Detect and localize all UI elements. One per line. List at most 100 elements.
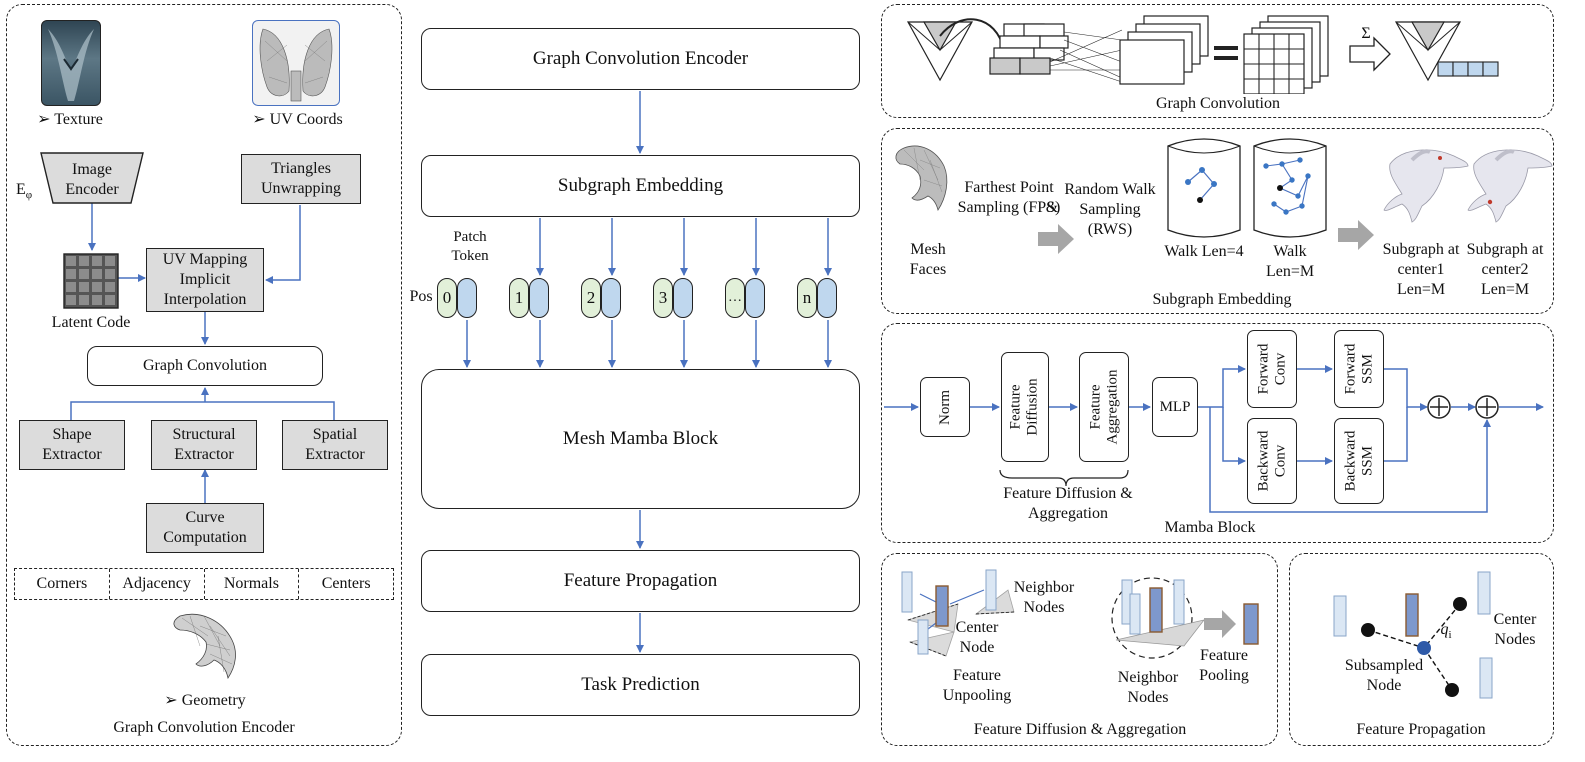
fp-center-nodes: Center Nodes — [1493, 611, 1537, 648]
pos-label: Pos — [409, 288, 433, 305]
structural-extractor-box: Structural Extractor — [151, 420, 257, 470]
feature-propagation-box: Feature Propagation — [421, 550, 860, 612]
texture-image — [41, 20, 101, 106]
sigma-symbol: Σ — [1361, 25, 1371, 42]
fps-label: Farthest Point Sampling (FPS) — [957, 179, 1061, 216]
token-label-ellipsis: … — [728, 290, 742, 305]
backward-conv-label: Backward Conv — [1255, 430, 1288, 492]
graph-conv-encoder-label: Graph Convolution Encoder — [532, 48, 749, 69]
amp-symbol: & — [1045, 199, 1059, 216]
mesh-features-table: Corners Adjacency Normals Centers — [14, 568, 394, 600]
pos-token-n — [797, 278, 817, 318]
spatial-extractor-box: Spatial Extractor — [282, 420, 388, 470]
feature-diffusion-box: Feature Diffusion — [1001, 352, 1049, 462]
shape-extractor-label: Shape Extractor — [42, 426, 102, 463]
walk-lenm-cylinder — [1253, 138, 1327, 238]
encoder-symbol: Eφ — [16, 181, 33, 202]
feature-diffusion-label: Feature Diffusion — [1008, 378, 1041, 436]
walk-len4-label: Walk Len=4 — [1164, 243, 1244, 260]
task-prediction-box: Task Prediction — [421, 654, 860, 716]
feature-aggregation-label: Feature Aggregation — [1087, 369, 1121, 445]
feature-aggregation-box: Feature Aggregation — [1079, 352, 1129, 462]
pos-token-2 — [581, 278, 601, 318]
curve-computation-label: Curve Computation — [163, 509, 247, 546]
graph-conv-encoder-panel — [6, 4, 402, 746]
geometry-dolphin-mesh — [173, 613, 236, 680]
token-label-1: 1 — [514, 288, 524, 307]
shape-extractor-box: Shape Extractor — [19, 420, 125, 470]
task-prediction-label: Task Prediction — [581, 674, 700, 695]
fda-center-node: Center Node — [955, 619, 999, 656]
graph-conv-caption: Graph Convolution — [1156, 95, 1280, 112]
latent-code-grid-icon — [63, 253, 119, 309]
token-label-2: 2 — [586, 288, 596, 307]
left-graph-convolution-label: Graph Convolution — [143, 357, 267, 374]
feature-normals: Normals — [205, 569, 300, 599]
fda-feature-pooling: Feature Pooling — [1199, 647, 1249, 684]
spatial-extractor-label: Spatial Extractor — [305, 426, 365, 463]
forward-ssm-box: Forward SSM — [1334, 330, 1384, 408]
backward-ssm-label: Backward SSM — [1342, 430, 1375, 492]
backward-conv-box: Backward Conv — [1247, 418, 1297, 504]
backward-ssm-box: Backward SSM — [1334, 418, 1384, 504]
fda-caption: Feature Diffusion & Aggregation — [973, 721, 1187, 738]
fda-neighbor-nodes-2: Neighbor Nodes — [1117, 669, 1179, 706]
uv-coords-image — [252, 20, 340, 106]
left-graph-convolution-box: Graph Convolution — [87, 346, 323, 386]
graph-conv-illustration — [906, 15, 1499, 94]
walk-lenm-label: Walk Len=M — [1265, 243, 1315, 280]
feature-centers: Centers — [321, 575, 371, 592]
token-label-0: 0 — [442, 288, 452, 307]
subgraph-center2-label: Subgraph at center2 Len=M — [1466, 241, 1544, 298]
gray-arrow-1 — [1038, 224, 1074, 254]
structural-extractor-label: Structural Extractor — [172, 426, 236, 463]
image-encoder-label: Image Encoder — [65, 161, 119, 198]
subgraph-embedding-label: Subgraph Embedding — [557, 175, 724, 196]
feature-adjacency: Adjacency — [110, 569, 205, 599]
uv-mapping-label: UV Mapping Implicit Interpolation — [162, 251, 248, 308]
fp-illustration — [1333, 571, 1493, 699]
subgraph-embedding-panel — [881, 128, 1554, 314]
feature-propagation-panel — [1289, 553, 1554, 746]
forward-conv-label: Forward Conv — [1255, 343, 1289, 395]
mamba-block-caption: Mamba Block — [1164, 519, 1256, 536]
triangles-unwrapping-label: Triangles Unwrapping — [261, 160, 341, 197]
graph-conv-encoder-box: Graph Convolution Encoder — [421, 28, 860, 90]
pos-token-1 — [509, 278, 529, 318]
mesh-mamba-block-box: Mesh Mamba Block — [421, 369, 860, 509]
left-panel-caption: Graph Convolution Encoder — [113, 719, 295, 736]
mesh-faces-label: Mesh Faces — [909, 241, 947, 278]
subgraph-embedding-box: Subgraph Embedding — [421, 155, 860, 217]
patch-token-n — [817, 278, 837, 318]
latent-code-label: Latent Code — [51, 314, 131, 331]
pos-token-0 — [437, 278, 457, 318]
pos-token-ellipsis — [725, 278, 745, 318]
image-encoder-shape — [40, 152, 144, 204]
feature-corners: Corners — [15, 569, 110, 599]
forward-ssm-label: Forward SSM — [1342, 343, 1376, 395]
token-label-3: 3 — [658, 288, 668, 307]
fda-neighbor-nodes-1: Neighbor Nodes — [1013, 579, 1075, 616]
fda-brace-label: Feature Diffusion & Aggregation — [1003, 485, 1133, 522]
subgraph-center1-dolphin — [1383, 149, 1469, 223]
patch-token-ellipsis — [745, 278, 765, 318]
walk-len4-cylinder — [1167, 138, 1241, 238]
mesh-faces-dolphin — [895, 145, 948, 211]
norm-box: Norm — [920, 377, 970, 437]
feature-diffusion-aggregation-panel — [881, 553, 1278, 746]
mamba-block-panel — [881, 323, 1554, 543]
gray-arrow-2 — [1338, 220, 1374, 250]
norm-label: Norm — [936, 389, 953, 425]
triangles-unwrapping-box: Triangles Unwrapping — [241, 154, 361, 204]
fp-subsampled-node: Subsampled Node — [1344, 657, 1424, 694]
patch-token-1 — [529, 278, 549, 318]
pos-token-3 — [653, 278, 673, 318]
subgraph-center2-dolphin — [1467, 149, 1553, 223]
feature-propagation-label: Feature Propagation — [563, 570, 718, 591]
uv-coords-label: ➢ UV Coords — [252, 111, 343, 128]
fda-feature-unpooling: Feature Unpooling — [942, 667, 1012, 704]
token-label-n: n — [802, 288, 812, 307]
geometry-label: ➢ Geometry — [164, 692, 246, 709]
uv-mapping-box: UV Mapping Implicit Interpolation — [146, 248, 264, 312]
